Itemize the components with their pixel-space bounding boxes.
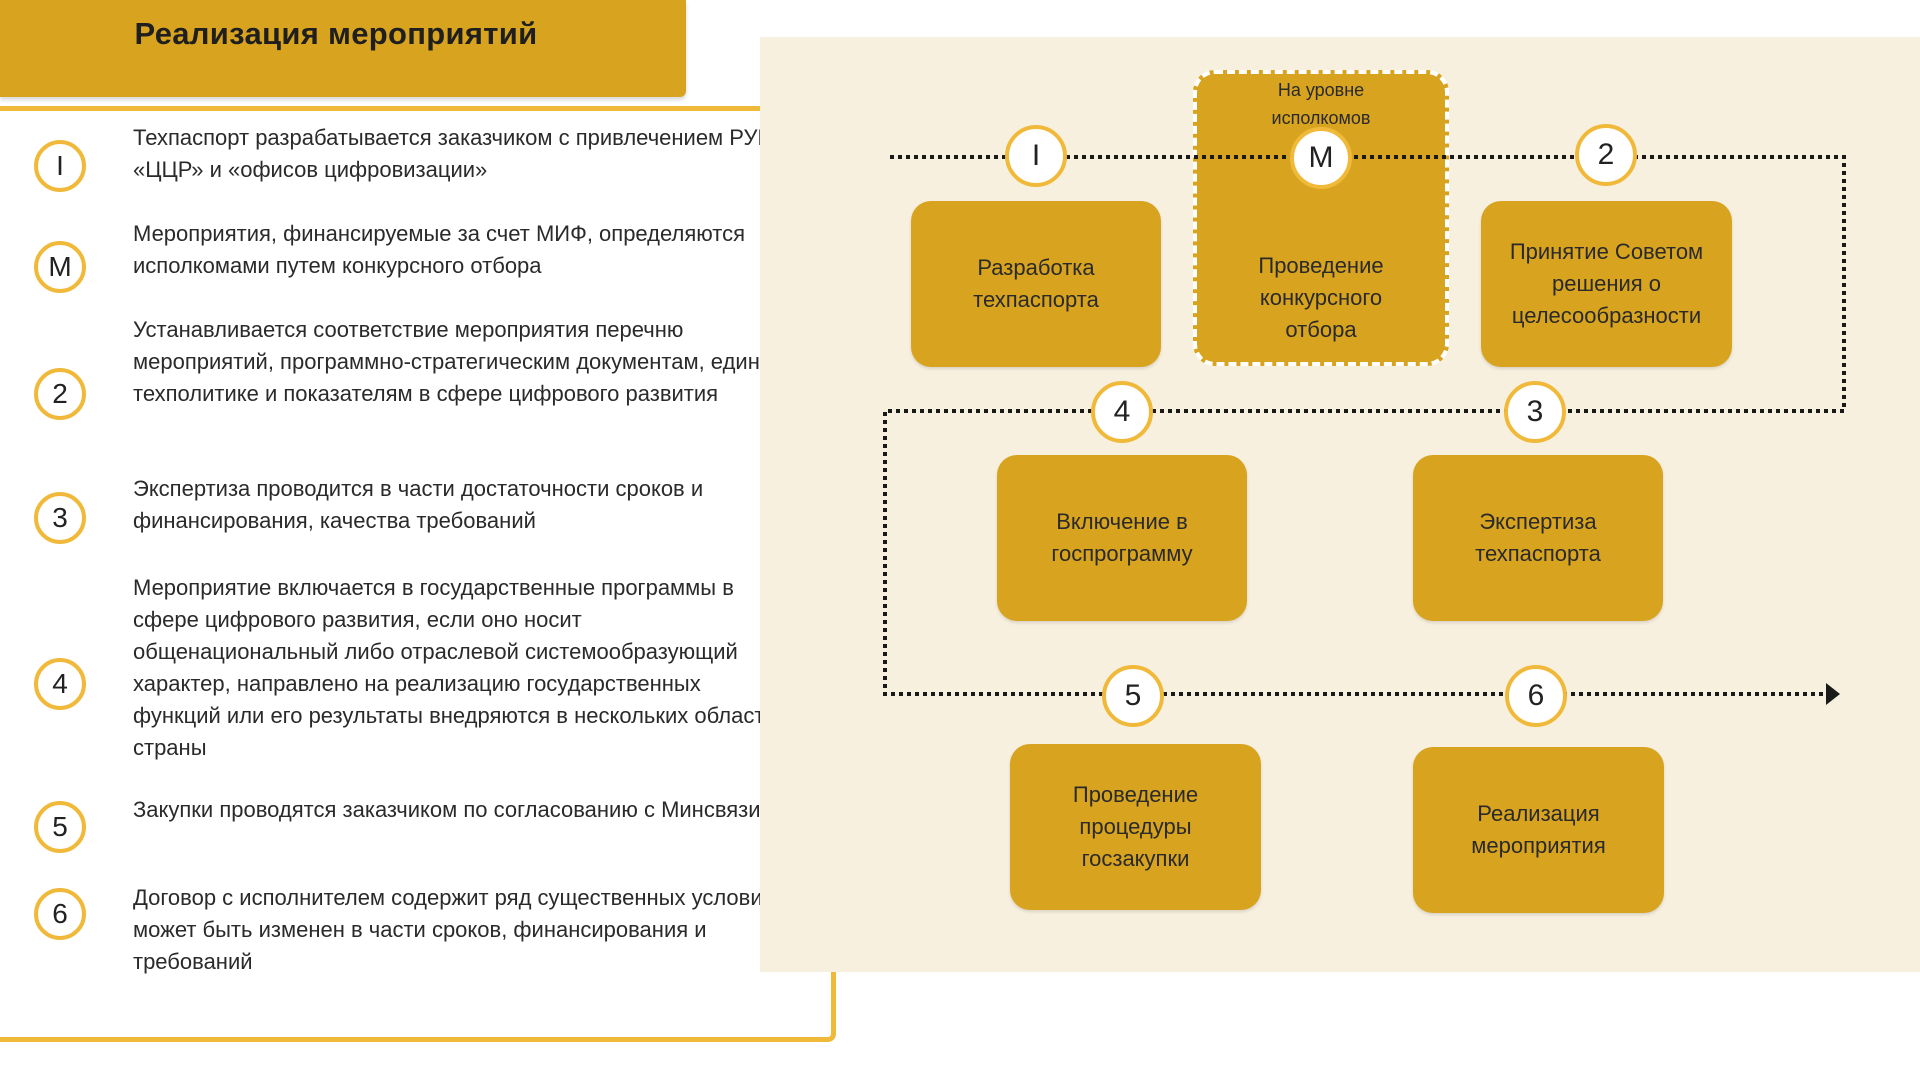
box-competition: Проведение конкурсного отбора [1258,253,1384,342]
title-bar [0,0,686,97]
arrow-head-icon [1826,683,1840,705]
municipal-level-group [1193,70,1449,366]
legend-text: Мероприятия, финансируемые за счет МИФ, … [133,221,746,278]
municipal-level-label: На уровне исполкомов [1271,80,1371,128]
legend-marker: 2 [34,368,86,420]
legend-text: Техпаспорт разрабатывается заказчиком с … [133,125,774,182]
box-state-program: Включение в госпрограмму [997,455,1247,621]
legend-text: Договор с исполнителем содержит ряд суще… [133,885,782,974]
step-node-6: 6 [1505,665,1567,727]
step-node-i: I [1005,125,1067,187]
box-expertise: Экспертиза техпаспорта [1413,455,1663,621]
legend-marker: 5 [34,801,86,853]
step-node-3: 3 [1504,381,1566,443]
legend-marker: I [34,140,86,192]
step-node-2: 2 [1575,124,1637,186]
step-node-5: 5 [1102,665,1164,727]
step-node-m: M [1290,127,1352,189]
page-title: Реализация мероприятий [134,16,538,51]
legend-panel [0,106,836,1042]
legend-marker: M [34,241,86,293]
box-tech-passport: Разработка техпаспорта [911,201,1161,367]
box-implementation: Реализация мероприятия [1413,747,1664,913]
step-node-4: 4 [1091,381,1153,443]
box-council-decision: Принятие Советом решения о целесообразно… [1481,201,1732,367]
legend-text: Мероприятие включается в государственные… [133,575,788,760]
legend-text: Экспертиза проводится в части достаточно… [133,476,704,533]
legend-marker: 3 [34,492,86,544]
legend-text: Устанавливается соответствие мероприятия… [133,317,785,406]
box-procurement: Проведение процедуры госзакупки [1010,744,1261,910]
legend-marker: 4 [34,658,86,710]
legend-text: Закупки проводятся заказчиком по согласо… [133,797,761,822]
flow-dotted-line [883,155,1846,696]
legend-marker: 6 [34,888,86,940]
